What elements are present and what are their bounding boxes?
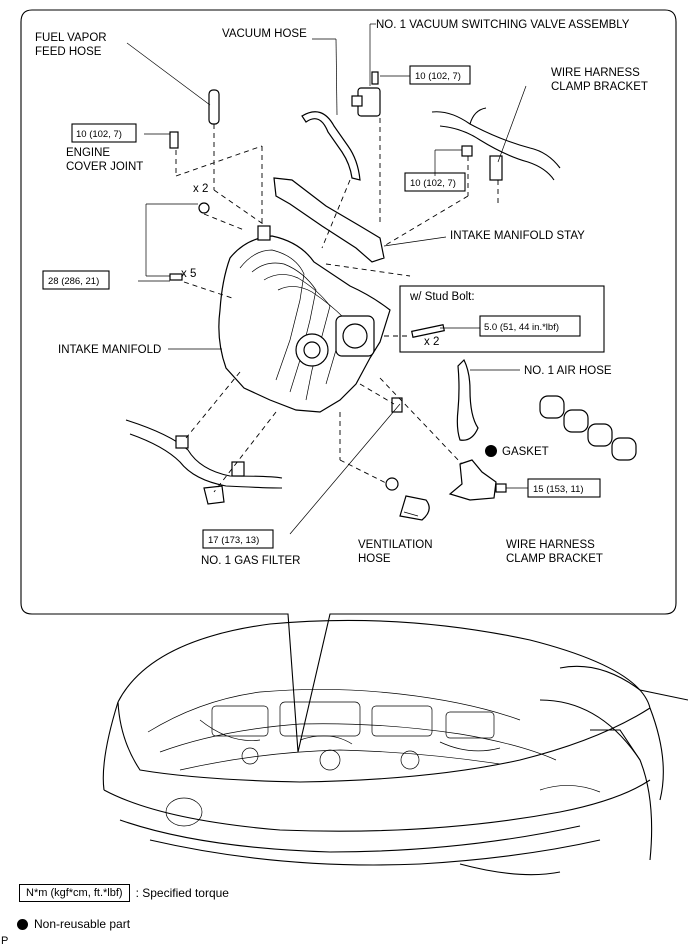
- intake-stay-label: INTAKE MANIFOLD STAY: [450, 230, 585, 242]
- wire-harness-left: [125, 419, 283, 505]
- wire-bracket-top-label-2: CLAMP BRACKET: [551, 81, 648, 93]
- svg-text:10 (102, 7): 10 (102, 7): [415, 71, 461, 82]
- legend-nonreusable-desc: Non-reusable part: [34, 917, 131, 931]
- ventilation-hose-label-1: VENTILATION: [358, 539, 433, 551]
- vehicle-engine-bay: [102, 619, 688, 876]
- intake-manifold-stay: [273, 177, 385, 263]
- engine-cover-joint-label-1: ENGINE: [66, 147, 110, 159]
- torque-vsv: 10 (102, 7): [409, 65, 471, 85]
- ventilation-hose: [385, 477, 430, 521]
- stud-bolt-label: w/ Stud Bolt:: [409, 291, 475, 303]
- wire-bracket-bottom-label-1: WIRE HARNESS: [506, 539, 595, 551]
- intake-manifold-label: INTAKE MANIFOLD: [58, 344, 161, 356]
- corner-mark: P: [1, 935, 9, 947]
- ventilation-hose-label-2: HOSE: [358, 553, 391, 565]
- non-reusable-mark: [485, 445, 497, 457]
- bolt: [138, 273, 183, 282]
- vacuum-hose-label: VACUUM HOSE: [222, 28, 307, 40]
- gas-filter: [289, 397, 403, 535]
- svg-text:10 (102, 7): 10 (102, 7): [76, 129, 122, 140]
- svg-text:28 (286, 21): 28 (286, 21): [48, 276, 99, 287]
- torque-gas-filter: 17 (173, 13): [202, 529, 274, 549]
- legend-nonreusable: Non-reusable part: [17, 917, 130, 931]
- legend-torque: N*m (kgf*cm, ft.*lbf) : Specified torque: [19, 884, 229, 902]
- gasket: [539, 395, 637, 461]
- gasket-label: GASKET: [502, 446, 549, 458]
- air-hose: [456, 358, 520, 441]
- stud-quantity: x 2: [424, 336, 439, 348]
- torque-wire-bracket-bottom: 15 (153, 11): [527, 478, 601, 498]
- wire-bracket-top-label-1: WIRE HARNESS: [551, 67, 640, 79]
- engine-cover-joint-label-2: COVER JOINT: [66, 161, 143, 173]
- bolt-quantity: x 5: [181, 268, 196, 280]
- vacuum-hose: [301, 38, 361, 181]
- gas-filter-label: NO. 1 GAS FILTER: [201, 555, 300, 567]
- nonreusable-dot-icon: [17, 918, 28, 930]
- torque-manifold: 28 (286, 21): [42, 270, 110, 290]
- nut-quantity: x 2: [193, 183, 208, 195]
- fuel-vapor-feed-hose: [126, 42, 220, 125]
- torque-engine-cover: 10 (102, 7): [71, 123, 137, 143]
- air-hose-label: NO. 1 AIR HOSE: [524, 365, 612, 377]
- svg-text:10 (102, 7): 10 (102, 7): [410, 178, 456, 189]
- nut: [198, 202, 210, 214]
- torque-wire-bracket-top: 10 (102, 7): [404, 172, 466, 192]
- wire-harness-top: [431, 85, 561, 181]
- fuel-vapor-label-1: FUEL VAPOR: [35, 32, 107, 44]
- svg-text:5.0 (51, 44 in.*lbf): 5.0 (51, 44 in.*lbf): [484, 322, 559, 333]
- guide-lines: [175, 118, 499, 493]
- stud-bolt: [411, 324, 480, 338]
- vsv-label: NO. 1 VACUUM SWITCHING VALVE ASSEMBLY: [376, 19, 630, 31]
- intake-manifold: [168, 225, 391, 413]
- vacuum-switching-valve: [351, 23, 410, 117]
- fuel-vapor-label-2: FEED HOSE: [35, 46, 102, 58]
- stud-bolt-box: [399, 285, 605, 353]
- torque-stud-bolt: 5.0 (51, 44 in.*lbf): [479, 315, 581, 337]
- engine-cover-joint: [144, 131, 179, 149]
- svg-text:15 (153, 11): 15 (153, 11): [533, 484, 584, 495]
- callout-frame: [20, 9, 677, 753]
- legend-torque-unit: N*m (kgf*cm, ft.*lbf): [19, 884, 130, 902]
- wire-harness-clamp-bracket-bottom: [448, 459, 528, 501]
- wire-bracket-bottom-label-2: CLAMP BRACKET: [506, 553, 603, 565]
- legend-torque-desc: : Specified torque: [135, 886, 229, 900]
- svg-text:17 (173, 13): 17 (173, 13): [208, 535, 259, 546]
